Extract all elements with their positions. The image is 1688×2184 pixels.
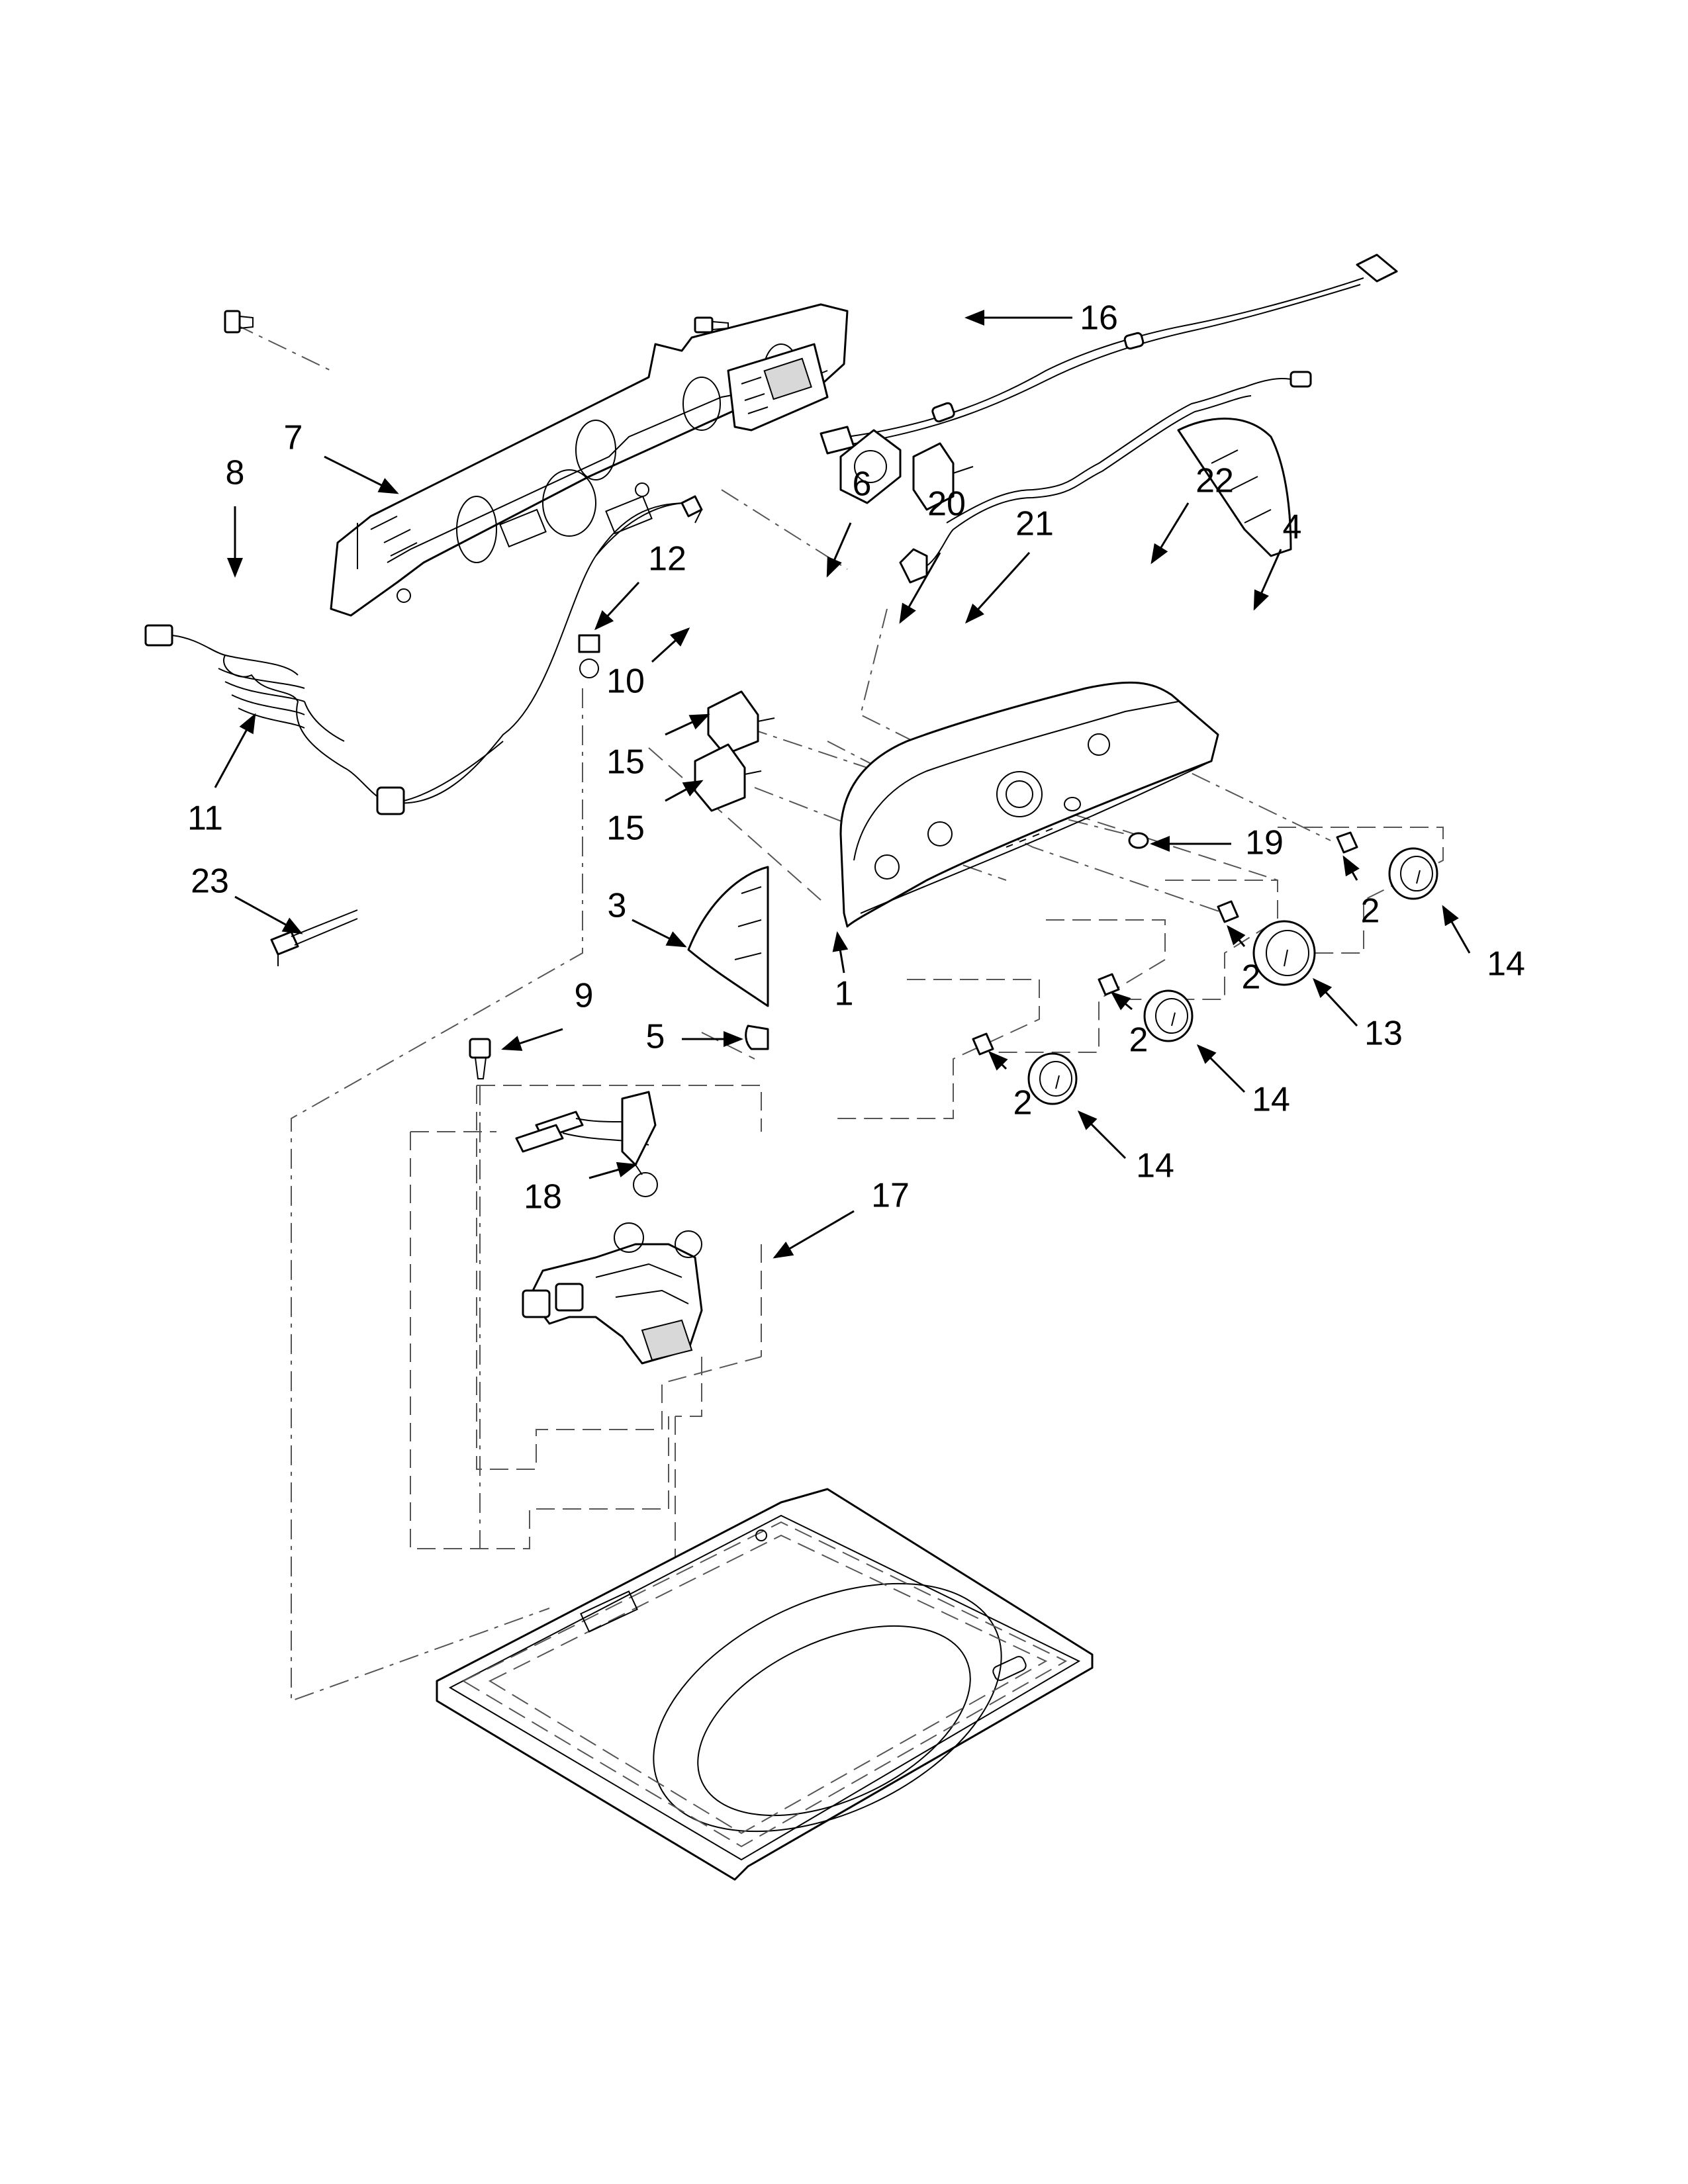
valve-assembly-17 xyxy=(522,1222,703,1365)
wire-harness-22 xyxy=(899,371,1312,584)
power-cord xyxy=(144,495,703,815)
indicator-19 xyxy=(1128,832,1149,849)
knob-insert-2b xyxy=(1217,900,1239,923)
callout-9: 9 xyxy=(575,977,594,1015)
callout-labels: 7 8 12 10 11 16 6 20 21 22 4 15 15 3 1 5… xyxy=(187,299,1525,1216)
wire-assembly-18 xyxy=(515,1091,658,1197)
console-rear-panel xyxy=(330,303,849,617)
callout-1: 1 xyxy=(835,975,854,1013)
callout-18: 18 xyxy=(524,1178,562,1216)
assembly-guide-lines xyxy=(234,324,1444,1702)
callout-15-lower: 15 xyxy=(606,809,645,848)
callout-21: 21 xyxy=(1015,505,1054,543)
callout-2-b: 2 xyxy=(1242,958,1261,997)
knob-insert-2a xyxy=(1336,831,1358,854)
knob-insert-2c xyxy=(1098,973,1120,996)
switch-15-lower xyxy=(694,743,762,812)
knob-13 xyxy=(1252,920,1316,986)
callout-14-bottom: 14 xyxy=(1136,1147,1174,1185)
leader-arrows xyxy=(214,310,1471,1259)
callout-13: 13 xyxy=(1364,1015,1403,1053)
switch-15-upper xyxy=(707,690,775,756)
callout-14-middle: 14 xyxy=(1252,1081,1290,1119)
callout-7: 7 xyxy=(284,419,303,457)
callout-3: 3 xyxy=(608,887,627,925)
control-board-6 xyxy=(727,343,829,432)
wire-harness-16 xyxy=(820,253,1398,455)
knob-14-top xyxy=(1388,847,1438,900)
callout-10: 10 xyxy=(606,662,645,701)
callout-20: 20 xyxy=(927,485,966,523)
callout-12: 12 xyxy=(648,540,686,578)
callout-16: 16 xyxy=(1080,299,1118,338)
screw-10 xyxy=(694,316,729,334)
callout-8: 8 xyxy=(226,454,245,492)
knob-insert-2d xyxy=(972,1032,994,1056)
callout-22: 22 xyxy=(1196,462,1234,500)
switch-21 xyxy=(912,442,974,511)
console-1 xyxy=(839,681,1219,928)
callout-6: 6 xyxy=(853,465,872,504)
callout-2-c: 2 xyxy=(1129,1021,1149,1060)
callout-4: 4 xyxy=(1283,508,1302,547)
cabinet-top xyxy=(436,1488,1094,1881)
callout-14-top: 14 xyxy=(1487,945,1525,983)
end-cap-right-4 xyxy=(1177,418,1292,557)
callout-2-a: 2 xyxy=(1361,892,1380,931)
ground-screw-12 xyxy=(578,634,600,678)
callout-23: 23 xyxy=(191,862,229,901)
callout-17: 17 xyxy=(871,1177,910,1215)
callout-19: 19 xyxy=(1245,824,1284,862)
screw-9 xyxy=(469,1038,491,1079)
bracket-20 xyxy=(839,429,902,504)
knob-14-bottom xyxy=(1027,1052,1078,1105)
callout-5: 5 xyxy=(646,1018,665,1056)
knob-14-middle xyxy=(1143,989,1194,1042)
callout-15-upper: 15 xyxy=(606,743,645,782)
cable-tie-23 xyxy=(270,909,358,966)
end-cap-left-3 xyxy=(687,866,769,1007)
callout-2-d: 2 xyxy=(1013,1084,1033,1122)
callout-11: 11 xyxy=(187,799,223,838)
clip-5 xyxy=(745,1024,769,1050)
screw-8 xyxy=(224,310,254,334)
